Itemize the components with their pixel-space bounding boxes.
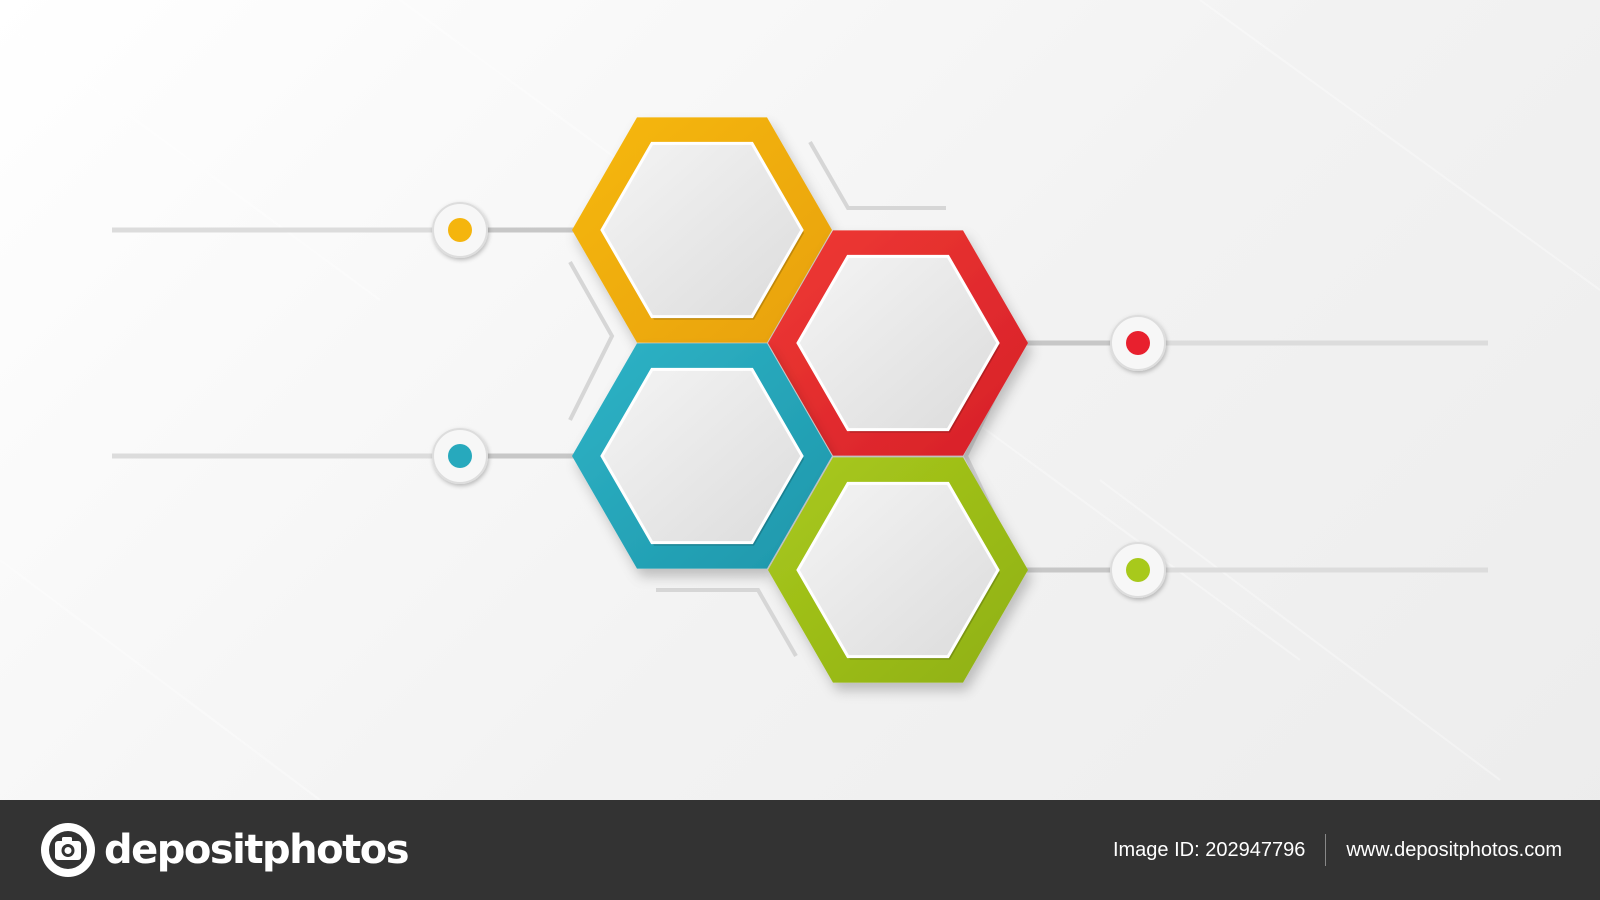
image-id: Image ID: 202947796 [1112, 839, 1306, 861]
camera-icon [41, 823, 95, 877]
marker-red[interactable] [1110, 315, 1166, 371]
hexagon-red [768, 230, 1028, 456]
brand-name: depositphotos [104, 827, 410, 873]
hexagon-yellow [572, 117, 832, 343]
hexagon-red-content-panel[interactable] [796, 254, 1000, 432]
connector-lines [112, 227, 1488, 573]
site-url[interactable]: www.depositphotos.com [1346, 839, 1562, 861]
hexagon-teal [572, 343, 832, 569]
footer-bar: depositphotos Image ID: 202947796 www.de… [0, 800, 1600, 900]
marker-green-dot [1126, 558, 1150, 582]
watermark-pattern [0, 0, 1600, 800]
hexagon-teal-content-panel[interactable] [600, 367, 804, 545]
marker-teal-dot [448, 444, 472, 468]
marker-teal[interactable] [432, 428, 488, 484]
marker-green[interactable] [1110, 542, 1166, 598]
hexagon-green [768, 457, 1028, 683]
hexagon-infographic [0, 0, 1600, 800]
hexagon-green-content-panel[interactable] [796, 481, 1000, 659]
brand-logo[interactable]: depositphotos [40, 822, 410, 878]
marker-yellow[interactable] [432, 202, 488, 258]
marker-red-dot [1126, 331, 1150, 355]
meta-divider [1325, 834, 1327, 866]
hexagon-yellow-content-panel[interactable] [600, 141, 804, 319]
marker-group [432, 202, 1166, 598]
image-meta: Image ID: 202947796 www.depositphotos.co… [1113, 830, 1562, 870]
marker-yellow-dot [448, 218, 472, 242]
hexagon-group [572, 117, 1028, 683]
